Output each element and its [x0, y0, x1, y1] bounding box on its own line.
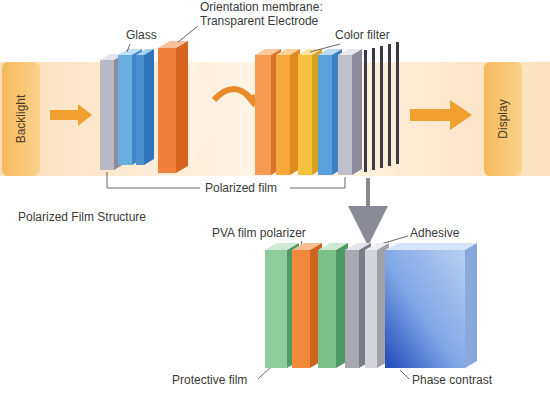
part-label: Orientation membrane: Transparent Electr… — [200, 0, 350, 28]
light-arrow — [410, 100, 472, 130]
phase-contrast-slab — [385, 243, 477, 368]
leader-line — [310, 44, 340, 52]
band-label: Display — [496, 99, 510, 138]
part-label: Adhesive — [410, 226, 459, 240]
glass-slab — [276, 49, 300, 175]
light-end-band: Display — [484, 62, 522, 176]
pva-polarizer-slab — [292, 243, 322, 368]
band-label: Backlight — [14, 95, 28, 144]
leader-line — [400, 370, 409, 379]
electrode-slab — [158, 41, 222, 173]
light-arrow — [50, 104, 92, 126]
polarized-film-slab — [338, 49, 362, 175]
light-end-band: Backlight — [2, 62, 40, 176]
part-label: PVA film polarizer — [212, 226, 306, 240]
glass-slab — [136, 49, 154, 165]
part-label: Protective film — [172, 373, 247, 387]
zoom-arrow — [366, 178, 370, 226]
polarizer-grid — [364, 42, 399, 172]
part-label: Polarized film — [205, 181, 277, 195]
part-label: Glass — [126, 28, 157, 42]
part-label: Color filter — [335, 28, 390, 42]
protective-film-slab — [318, 243, 348, 368]
bracket-line — [107, 172, 200, 188]
part-label: Phase contrast — [412, 373, 492, 387]
leader-line — [127, 44, 130, 52]
leader-line — [178, 26, 198, 42]
part-label: Polarized Film Structure — [18, 210, 146, 224]
bracket-line — [290, 177, 345, 188]
